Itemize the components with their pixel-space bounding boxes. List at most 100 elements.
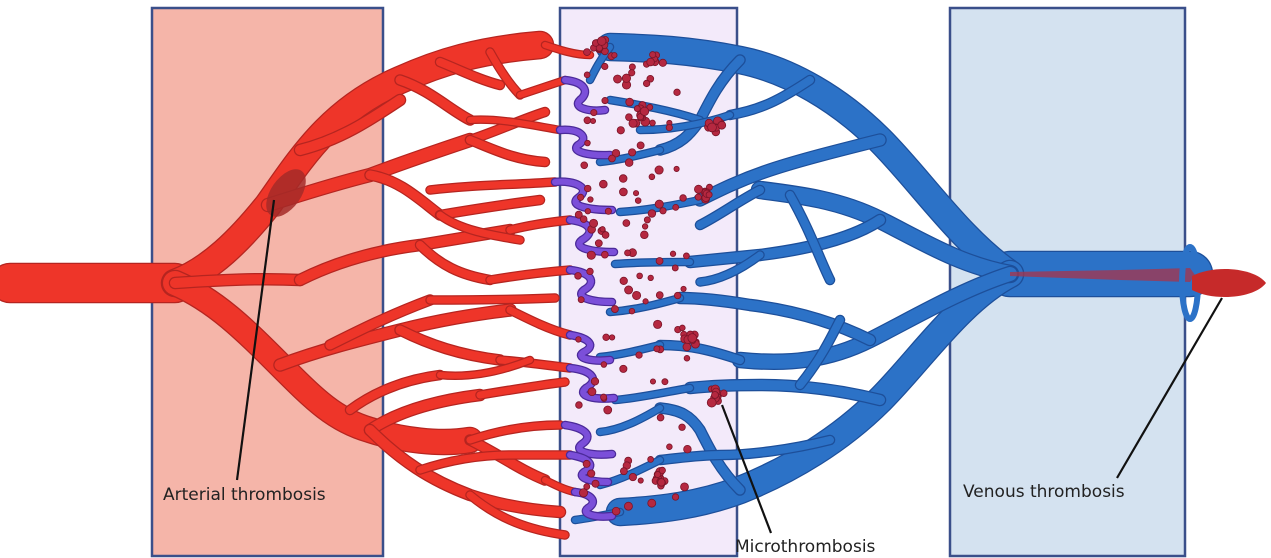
microthrombus-bead [641, 231, 649, 239]
microthrombus-bead [674, 166, 679, 171]
artery-segment [520, 80, 565, 95]
microthrombus-bead [672, 265, 678, 271]
microthrombus-bead [674, 89, 680, 95]
microthrombus-bead [638, 478, 643, 483]
microthrombus-bead [633, 191, 638, 196]
arterial-thrombosis-label: Arterial thrombosis [163, 487, 326, 504]
microthrombus-bead [577, 194, 583, 200]
microthrombus-bead [680, 325, 686, 331]
microthrombus-bead [662, 379, 668, 385]
microthrombus-bead [614, 75, 622, 83]
microthrombus-bead [688, 334, 697, 343]
microthrombus-bead [712, 392, 719, 399]
microthrombus-bead [620, 277, 627, 284]
microthrombus-bead [588, 197, 594, 203]
microthrombus-bead [589, 219, 597, 227]
microthrombus-bead [720, 390, 727, 397]
microthrombus-bead [644, 217, 650, 223]
artery-segment [175, 279, 300, 283]
microthrombus-bead [602, 232, 609, 239]
microthrombus-bead [660, 208, 666, 214]
microthrombus-bead [585, 140, 591, 146]
microthrombus-bead [654, 346, 660, 352]
artery-segment [430, 298, 555, 300]
microthrombus-bead [650, 120, 656, 126]
microthrombus-bead [601, 251, 608, 258]
microthrombus-bead [670, 251, 675, 256]
microthrombus-bead [655, 166, 663, 174]
microthrombus-bead [601, 394, 607, 400]
microthrombus-bead [637, 273, 643, 279]
microthrombus-bead [650, 52, 656, 58]
venous-thrombosis-label: Venous thrombosis [963, 484, 1125, 501]
microthrombus-bead [643, 299, 648, 304]
artery-segment [400, 80, 470, 120]
microthrombus-bead [706, 192, 712, 198]
microthrombus-bead [619, 175, 627, 183]
microthrombus-bead [600, 227, 605, 232]
microthrombus-bead [587, 251, 595, 259]
microthrombus-bead [666, 124, 672, 130]
microthrombus-bead [605, 208, 611, 214]
microthrombus-bead [620, 468, 627, 475]
microthrombus-bead [626, 98, 634, 106]
microthrombus-bead [584, 117, 591, 124]
microthrombus-bead [629, 308, 635, 314]
microthrombus-bead [602, 97, 608, 103]
microthrombus-bead [655, 200, 663, 208]
microthrombus-bead [588, 470, 595, 477]
microthrombus-bead [575, 273, 582, 280]
microthrombus-bead [591, 109, 597, 115]
microthrombus-bead [580, 216, 587, 223]
microthrombus-bead [650, 379, 655, 384]
microthrombus-bead [643, 80, 649, 86]
microthrombus-bead [718, 121, 726, 129]
microthrombus-bead [629, 149, 636, 156]
microthrombus-bead [642, 224, 647, 229]
microthrombus-bead [625, 286, 633, 294]
microthrombus-bead [617, 127, 624, 134]
microthrombus-bead [636, 352, 642, 358]
microthrombus-bead [647, 58, 655, 66]
microthrombus-bead [587, 268, 594, 275]
microthrombus-bead [629, 119, 637, 127]
microthrombus-bead [583, 460, 590, 467]
microthrombus-bead [657, 414, 664, 421]
microthrombus-bead [584, 484, 590, 490]
microthrombus-bead [667, 444, 673, 450]
microthrombus-bead [588, 388, 596, 396]
microthrombus-bead [601, 362, 607, 368]
microthrombus-bead [659, 59, 666, 66]
microthrombus-bead [576, 402, 583, 409]
microthrombus-bead [679, 424, 686, 431]
microthrombus-bead [603, 334, 610, 341]
microthrombus-bead [585, 209, 590, 214]
microthrombus-bead [609, 335, 614, 340]
microthrombus-bead [680, 195, 687, 202]
microthrombus-bead [609, 155, 616, 162]
microthrombus-bead [590, 118, 595, 123]
microthrombus-bead [599, 180, 607, 188]
microthrombus-bead [623, 220, 630, 227]
microthrombus-bead [673, 204, 679, 210]
microthrombus-bead [625, 159, 633, 167]
microthrombus-bead [648, 210, 656, 218]
microthrombus-bead [648, 499, 656, 507]
microthrombus-bead [584, 185, 591, 192]
microthrombus-bead [584, 49, 591, 56]
microthrombus-bead [648, 456, 654, 462]
microthrombus-bead [595, 240, 602, 247]
microthrombus-bead [683, 253, 689, 259]
microthrombus-bead [624, 502, 632, 510]
microthrombus-bead [694, 185, 702, 193]
microthrombus-bead [674, 292, 681, 299]
microthrombus-bead [612, 53, 617, 58]
microthrombus-bead [629, 473, 636, 480]
microthrombus-bead [672, 494, 678, 500]
vein-segment [615, 262, 690, 264]
microthrombus-bead [611, 306, 618, 313]
microthrombus-bead [629, 64, 635, 70]
microthrombus-bead [602, 63, 608, 69]
